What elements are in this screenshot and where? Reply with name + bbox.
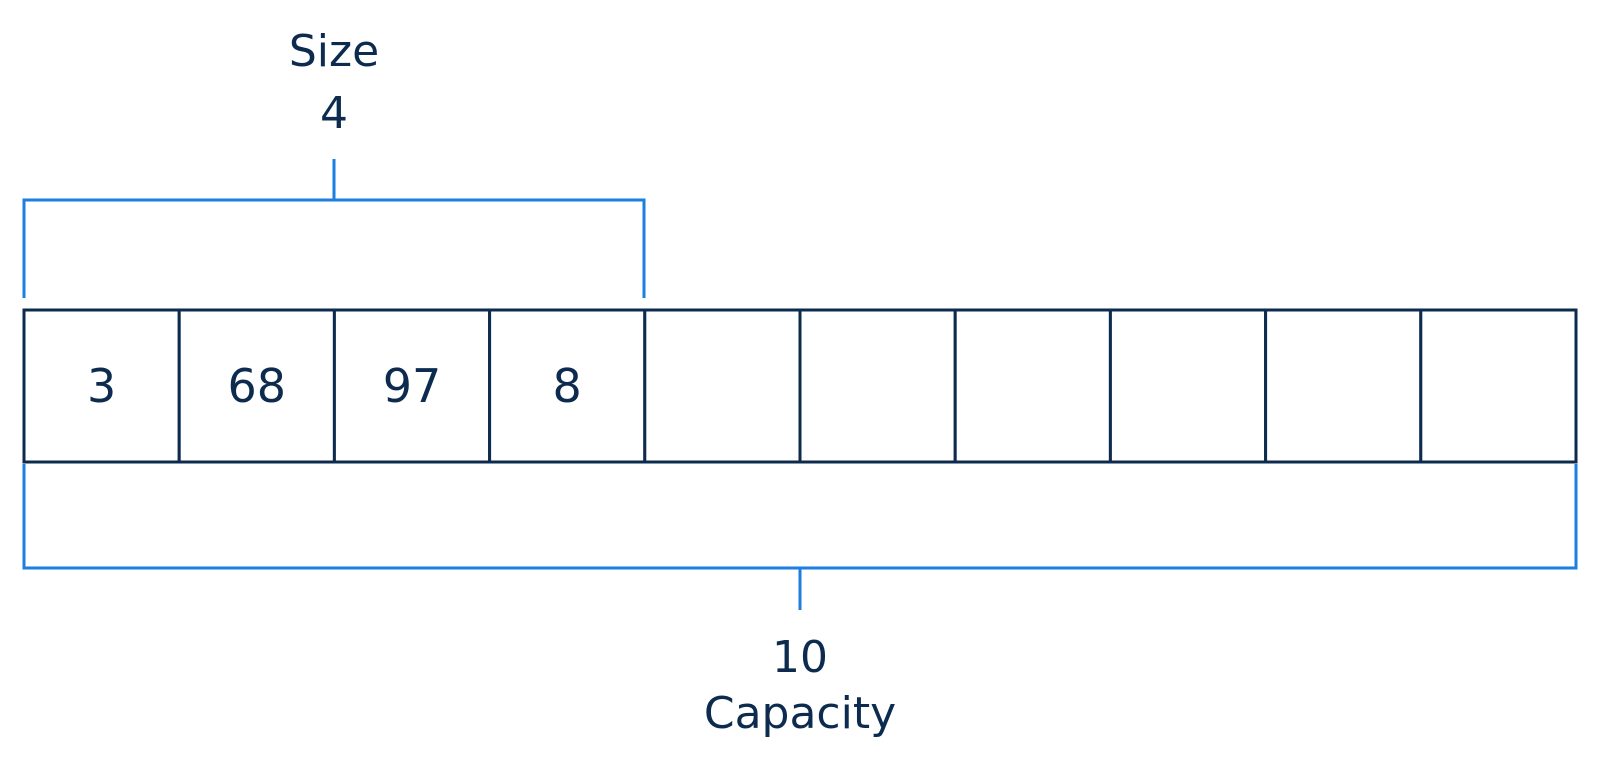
array-cell (953, 308, 1112, 464)
array-cell-box (953, 308, 1112, 464)
array-cell (798, 308, 957, 464)
array-cell (1419, 308, 1578, 464)
array-cell-value: 8 (553, 359, 582, 413)
array-cell: 8 (488, 308, 647, 464)
array-cell-value: 97 (383, 359, 442, 413)
array-cells: 3 68 97 8 (22, 308, 1578, 464)
array-cell-box (798, 308, 957, 464)
array-cell: 3 (22, 308, 181, 464)
size-title: Size (289, 26, 379, 77)
array-cell-box (22, 308, 181, 464)
array-cell (1264, 308, 1423, 464)
array-cell-box (1108, 308, 1268, 464)
array-cell-box (1419, 308, 1578, 464)
size-bracket (22, 159, 646, 298)
array-cell-box (1264, 308, 1423, 464)
array-cell-box (643, 308, 802, 464)
array-cell: 97 (332, 308, 492, 464)
array-cell-value: 68 (228, 359, 287, 413)
array-cell (643, 308, 802, 464)
size-value: 4 (320, 88, 348, 139)
capacity-title: Capacity (704, 688, 896, 739)
capacity-bracket (22, 464, 1578, 610)
array-cell (1108, 308, 1268, 464)
array-cell-value: 3 (87, 359, 116, 413)
array-cell: 68 (177, 308, 336, 464)
capacity-value: 10 (772, 632, 828, 683)
array-cell-box (332, 308, 492, 464)
array-cell-box (177, 308, 336, 464)
